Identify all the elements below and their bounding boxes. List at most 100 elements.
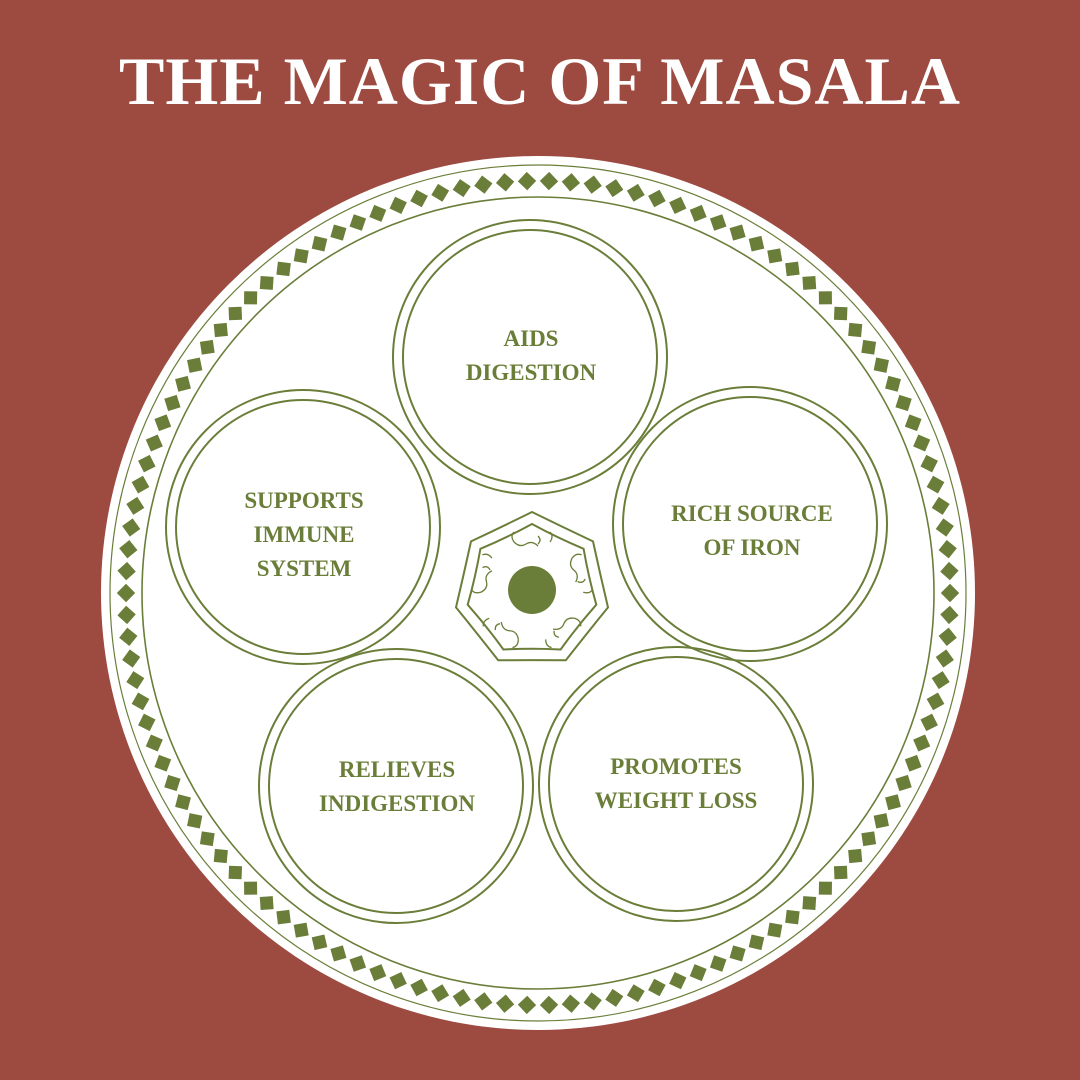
diamond-icon xyxy=(920,454,938,473)
diamond-icon xyxy=(175,794,191,811)
diamond-icon xyxy=(389,971,407,990)
diamond-icon xyxy=(259,275,274,290)
bowl-ring xyxy=(622,396,878,652)
diamond-icon xyxy=(122,518,141,537)
diamond-icon xyxy=(213,848,228,864)
diamond-icon xyxy=(131,692,150,711)
diamond-icon xyxy=(935,518,954,537)
diamond-icon xyxy=(410,189,428,208)
diamond-icon xyxy=(873,357,889,373)
benefit-label: IMMUNE xyxy=(253,522,355,547)
benefit-supports-immune-system: SUPPORTS IMMUNE SYSTEM xyxy=(194,484,414,586)
diamond-icon xyxy=(517,995,537,1015)
diamond-icon xyxy=(116,583,136,603)
diamond-icon xyxy=(938,540,957,559)
diamond-icon xyxy=(861,831,877,847)
diamond-icon xyxy=(119,540,138,559)
benefit-label: DIGESTION xyxy=(465,360,597,385)
diamond-icon xyxy=(126,496,145,515)
diamond-icon xyxy=(187,813,203,829)
diamond-icon xyxy=(709,955,727,972)
diamond-icon xyxy=(431,984,450,1003)
diamond-icon xyxy=(145,734,163,752)
diamond-icon xyxy=(276,261,291,277)
diamond-icon xyxy=(689,204,707,222)
diamond-icon xyxy=(940,583,960,603)
diamond-icon xyxy=(913,434,931,452)
diamond-icon xyxy=(517,171,537,191)
benefit-label: OF IRON xyxy=(703,535,801,560)
diamond-icon xyxy=(138,713,156,732)
diamond-icon xyxy=(452,179,471,198)
diamond-icon xyxy=(117,561,136,581)
diamond-icon xyxy=(293,248,309,264)
diamond-icon xyxy=(228,306,243,321)
diamond-icon xyxy=(729,224,746,241)
benefit-rich-source-of-iron: RICH SOURCE OF IRON xyxy=(642,497,862,565)
bowl-ring xyxy=(402,229,658,485)
diamond-icon xyxy=(931,671,950,690)
diamond-icon xyxy=(154,754,172,772)
benefit-aids-digestion: AIDS DIGESTION xyxy=(421,322,641,390)
diamond-icon xyxy=(175,375,191,392)
diamond-icon xyxy=(885,375,901,392)
diamond-icon xyxy=(154,414,172,432)
diamond-icon xyxy=(561,994,581,1013)
diamond-icon xyxy=(369,204,387,222)
swirl-icon xyxy=(569,553,594,594)
diamond-icon xyxy=(495,994,515,1013)
diamond-icon xyxy=(748,235,765,252)
diamond-icon xyxy=(648,189,666,208)
diamond-icon xyxy=(940,561,959,581)
benefit-label: INDIGESTION xyxy=(319,791,475,816)
diamond-icon xyxy=(131,475,150,494)
diamond-icon xyxy=(244,291,258,305)
diamond-icon xyxy=(848,848,863,864)
bowl-ring xyxy=(392,219,668,495)
diamond-icon xyxy=(539,171,559,191)
bowl-ring xyxy=(175,399,431,655)
swirl-icon xyxy=(470,553,493,594)
diamond-icon xyxy=(895,394,912,412)
diamond-icon xyxy=(626,183,645,202)
diamond-icon xyxy=(199,831,215,847)
diamond-icon xyxy=(920,713,938,732)
diamond-icon xyxy=(767,248,783,264)
benefit-label: RELIEVES xyxy=(338,757,456,782)
diamond-icon xyxy=(228,865,243,880)
diamond-icon xyxy=(818,291,832,305)
benefit-label: WEIGHT LOSS xyxy=(594,788,758,813)
diamond-icon xyxy=(213,322,228,338)
diamond-icon xyxy=(330,224,347,241)
diamond-icon xyxy=(276,909,291,925)
diamond-icon xyxy=(244,881,258,895)
diamond-icon xyxy=(126,671,145,690)
diamond-icon xyxy=(802,896,817,911)
diamond-icon xyxy=(931,496,950,515)
diamond-icon xyxy=(561,173,581,192)
swirl-icon xyxy=(511,531,553,547)
swirl-icon xyxy=(482,617,519,649)
diamond-icon xyxy=(605,179,624,198)
diamond-icon xyxy=(833,306,848,321)
diamond-icon xyxy=(349,214,367,231)
benefit-label: SYSTEM xyxy=(256,556,352,581)
diamond-icon xyxy=(904,414,922,432)
diamond-icon xyxy=(474,175,493,194)
diamond-icon xyxy=(410,978,428,997)
diamond-icon xyxy=(873,813,889,829)
diamond-icon xyxy=(729,945,746,962)
diamond-icon xyxy=(330,945,347,962)
diamond-icon xyxy=(311,934,328,951)
benefit-label: AIDS xyxy=(503,326,559,351)
diamond-icon xyxy=(748,934,765,951)
bowl-ring xyxy=(548,656,804,912)
diamond-icon xyxy=(785,909,800,925)
diamond-icon xyxy=(164,394,181,412)
diamond-icon xyxy=(583,992,602,1011)
diamond-icon xyxy=(669,196,687,215)
diamond-icon xyxy=(926,475,945,494)
diamond-icon xyxy=(199,339,215,355)
diamond-icon xyxy=(767,922,783,938)
center-dot xyxy=(508,566,556,614)
